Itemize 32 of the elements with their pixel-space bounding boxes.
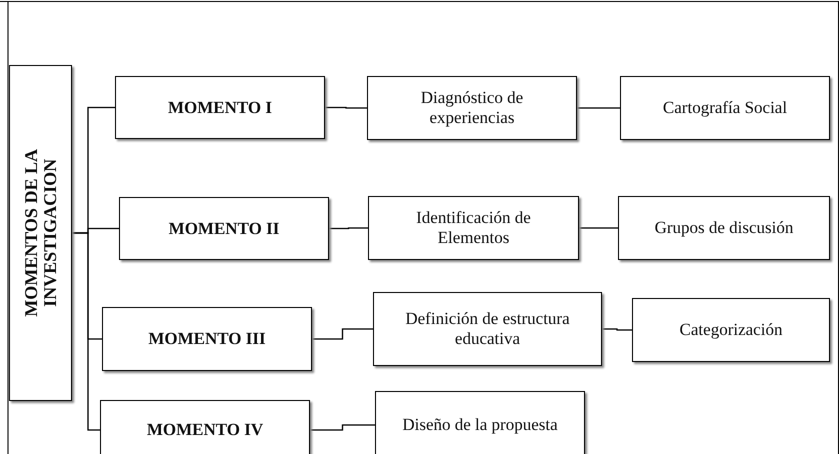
box-label: Cartografía Social <box>662 98 788 118</box>
box-label: MOMENTO II <box>168 218 280 238</box>
connector-line <box>579 227 618 229</box>
process-box <box>375 391 585 454</box>
process-box <box>632 298 830 362</box>
vertical-title: MOMENTOS DE LA INVESTIGACION <box>22 148 60 319</box>
box-label: Categorización <box>680 320 782 340</box>
moment-box <box>100 400 310 454</box>
box-label: Grupos de discusión <box>654 218 794 238</box>
connector-line <box>325 106 367 109</box>
box-label: MOMENTO IV <box>146 420 264 440</box>
box-label: Diseño de la propuesta <box>402 415 558 435</box>
box-label: Diagnóstico de experiencias <box>420 88 524 128</box>
title-box <box>9 65 72 401</box>
moment-box <box>115 76 325 139</box>
connector-line <box>72 232 100 431</box>
box-label: Identificación de Elementos <box>415 208 532 248</box>
connector-line <box>312 328 373 340</box>
box-label: MOMENTO I <box>168 98 272 118</box>
box-label: MOMENTO III <box>148 329 266 349</box>
connector-line <box>602 328 632 331</box>
process-box <box>367 76 577 140</box>
moment-box <box>102 307 312 371</box>
connector-line <box>310 424 375 431</box>
process-box <box>620 76 830 140</box>
connector-line <box>329 227 368 230</box>
process-box <box>373 292 602 366</box>
process-box <box>618 196 830 260</box>
moment-box <box>119 197 329 260</box>
connector-line <box>577 107 620 109</box>
process-box <box>368 196 579 260</box>
box-label: Definición de estructura educativa <box>404 309 571 349</box>
